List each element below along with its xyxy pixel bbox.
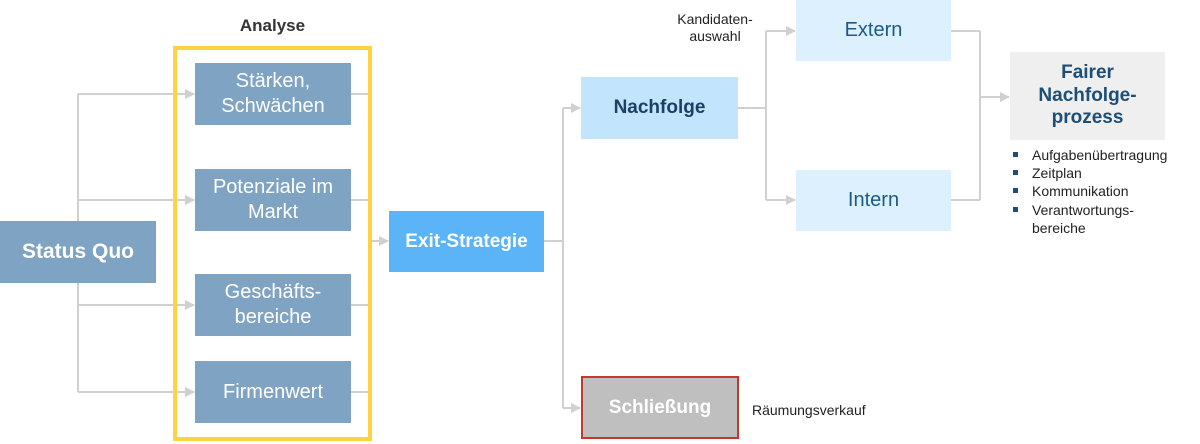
analysis-item-staerken: Stärken, Schwächen [195, 63, 351, 125]
analysis-item-label: Geschäfts- [224, 281, 322, 303]
schliessung-label: Schließung [608, 396, 712, 418]
intern-label: Intern [847, 189, 900, 211]
analysis-item-geschaeftsbereiche: Geschäfts- bereiche [195, 274, 351, 336]
list-item-label-cont: bereiche [1032, 219, 1086, 236]
list-item-label: Zeitplan [1032, 165, 1082, 182]
fair-process-box: Fairer Nachfolge- prozess [1010, 52, 1165, 140]
status-quo-box: Status Quo [0, 221, 156, 283]
analysis-item-label: Schwächen [221, 95, 325, 117]
square-bullet-icon [1013, 206, 1018, 212]
analysis-item-firmenwert: Firmenwert [195, 361, 351, 423]
analysis-item-label: bereiche [234, 306, 312, 328]
analysis-title: Analyse [239, 16, 306, 35]
square-bullet-icon [1013, 152, 1018, 157]
list-item-label: Verantwortungs- [1032, 201, 1134, 218]
analysis-item-potenziale: Potenziale im Markt [195, 169, 351, 231]
analysis-item-label: Firmenwert [222, 380, 323, 403]
list-item-label: Aufgabenübertragung [1032, 147, 1168, 163]
fair-process-title-line: Fairer [1061, 61, 1114, 83]
square-bullet-icon [1013, 188, 1018, 194]
kandidatenauswahl-line: Kandidaten- [677, 11, 753, 27]
intern-box: Intern [796, 170, 951, 231]
nachfolge-label: Nachfolge [613, 97, 706, 119]
analysis-item-label: Stärken, [235, 70, 311, 92]
status-quo-label: Status Quo [21, 239, 134, 263]
square-bullet-icon [1013, 170, 1018, 176]
fair-process-list: Aufgabenübertragung Zeitplan Kommunikati… [1012, 146, 1167, 237]
raeumungsverkauf-note: Räumungsverkauf [752, 402, 866, 418]
analysis-item-label: Potenziale im [212, 176, 334, 198]
schliessung-box: Schließung [581, 376, 739, 439]
exit-strategy-label: Exit-Strategie [405, 230, 528, 252]
fair-process-title-line: prozess [1051, 107, 1124, 129]
list-item: Kommunikation [1012, 182, 1167, 200]
extern-label: Extern [844, 19, 903, 41]
exit-strategy-box: Exit-Strategie [389, 211, 544, 272]
analysis-frame [173, 46, 372, 441]
list-item: Zeitplan [1012, 164, 1167, 182]
list-item: Verantwortungs-bereiche [1012, 201, 1167, 237]
nachfolge-box: Nachfolge [581, 77, 738, 139]
list-item: Aufgabenübertragung [1012, 146, 1167, 164]
list-item-label: Kommunikation [1032, 183, 1129, 200]
analysis-item-label: Markt [248, 201, 298, 223]
kandidatenauswahl-line: auswahl [689, 27, 741, 44]
kandidatenauswahl-note: Kandidaten- auswahl [660, 11, 770, 45]
extern-box: Extern [796, 0, 951, 61]
fair-process-title-line: Nachfolge- [1038, 84, 1137, 106]
